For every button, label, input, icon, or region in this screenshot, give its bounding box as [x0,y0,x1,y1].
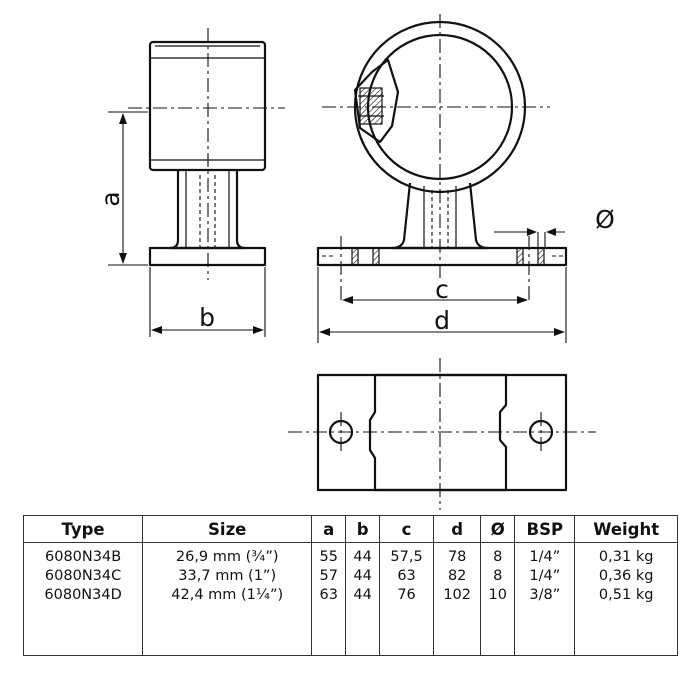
front-view: Ø c d [316,14,615,343]
cell-c: 57,5 [379,542,434,567]
cell-weight: 0,51 kg [574,586,678,656]
header-c: c [379,515,434,543]
cell-b: 44 [345,586,380,656]
cell-diameter: 8 [480,567,515,586]
cell-type: 6080N34D [44,587,122,603]
header-a: a [311,515,346,543]
cell-diameter: 10 [480,586,515,656]
cell-type: 6080N34B [45,549,122,565]
dimension-b-label: b [199,303,215,332]
cell-b: 44 [345,542,380,567]
dimension-c-label: c [435,275,449,304]
specification-table: Type Size a b c d Ø BSP Weight 6080N34B … [23,515,678,656]
top-view [288,358,596,510]
cell-a: 63 [311,586,346,656]
cell-c: 63 [379,567,434,586]
cell-diameter: 8 [480,542,515,567]
cell-size: 33,7 mm (1”) [142,567,312,586]
cell-type: 6080N34C [44,568,122,584]
cell-bsp: 1/4” [514,567,575,586]
dimension-a-label: a [96,191,125,206]
header-d: d [433,515,481,543]
technical-drawing: a b [96,14,615,510]
cell-a: 55 [311,542,346,567]
table-header-row: Type Size a b c d Ø BSP Weight [23,515,678,543]
dimension-diameter-label: Ø [595,205,615,234]
dimension-d-label: d [434,306,450,335]
cell-a: 57 [311,567,346,586]
table-row: 6080N34C 33,7 mm (1”) 57 44 63 82 8 1/4”… [24,567,678,586]
header-weight: Weight [574,515,678,543]
cell-c: 76 [379,586,434,656]
cell-d: 82 [433,567,481,586]
header-diameter: Ø [480,515,515,543]
cell-size: 26,9 mm (¾”) [142,542,312,567]
cell-d: 78 [433,542,481,567]
cell-b: 44 [345,567,380,586]
header-bsp: BSP [514,515,575,543]
table-row: 6080N34D 42,4 mm (1¼”) 63 44 76 102 10 3… [24,586,678,656]
cell-bsp: 1/4” [514,542,575,567]
cell-weight: 0,36 kg [574,567,678,586]
header-b: b [345,515,380,543]
cell-d: 102 [433,586,481,656]
cell-weight: 0,31 kg [574,542,678,567]
side-view: a b [96,28,285,337]
cell-bsp: 3/8” [514,586,575,656]
header-type: Type [23,515,143,543]
header-size: Size [142,515,312,543]
table-row: 6080N34B 26,9 mm (¾”) 55 44 57,5 78 8 1/… [24,542,678,567]
cell-size: 42,4 mm (1¼”) [142,586,312,656]
